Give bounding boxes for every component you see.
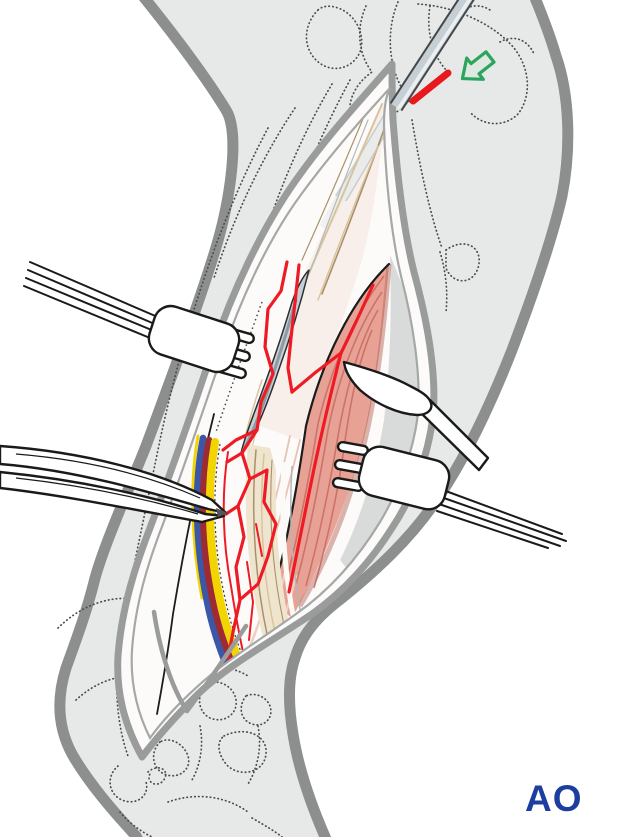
rake-retractor-right bbox=[331, 440, 567, 549]
intramedullary-nail bbox=[389, 0, 475, 112]
rake-left-paddle bbox=[147, 304, 241, 374]
forceps-lower-blade bbox=[0, 470, 226, 524]
forceps bbox=[0, 444, 228, 524]
inner-wound-tail bbox=[184, 623, 249, 714]
nail-cut-level-mark bbox=[409, 69, 452, 105]
forceps-tip bbox=[216, 508, 228, 517]
incision-interior bbox=[156, 91, 419, 715]
rake-retractor-left bbox=[23, 261, 255, 380]
ao-logo: AO bbox=[525, 778, 583, 819]
rake-right-paddle bbox=[357, 445, 451, 511]
blood-vessels bbox=[221, 260, 375, 679]
pointed-retractor bbox=[342, 360, 490, 472]
pointed-retractor-tip bbox=[342, 360, 433, 417]
fascia-edge-dotted bbox=[215, 301, 263, 433]
insertion-direction-arrow bbox=[460, 50, 496, 81]
